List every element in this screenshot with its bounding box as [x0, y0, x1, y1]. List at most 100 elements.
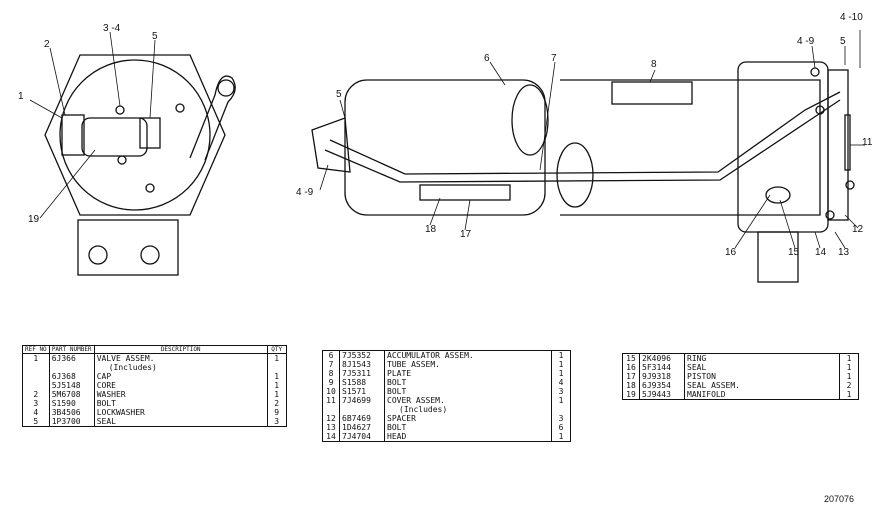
callout-5-left: 5: [152, 31, 158, 42]
ref-cell: 7: [322, 360, 340, 369]
flange-bolt-top: [810, 67, 820, 77]
ref-cell: 5: [22, 417, 50, 427]
part-number-cell: 5M6708: [49, 390, 95, 399]
ref-cell: 4: [22, 408, 50, 417]
callout-1: 1: [18, 91, 24, 102]
description-cell: PLATE: [384, 369, 552, 378]
description-cell: RING: [684, 353, 840, 363]
description-cell: COVER ASSEM.: [384, 396, 552, 405]
valve-assembly: [61, 114, 85, 156]
callout-4-10: 4 -10: [840, 12, 863, 23]
qty-cell: 1: [846, 354, 852, 363]
part-number-cell: S1590: [49, 399, 95, 408]
part-number-cell: 5F3144: [639, 363, 685, 372]
qty-cell: 1: [846, 390, 852, 399]
qty-cell: 4: [558, 378, 564, 387]
flange-bolt-mid: [815, 105, 825, 115]
part-number-cell: 7J4704: [339, 432, 385, 442]
part-number-cell: 6J368: [49, 372, 95, 381]
qty-cell: 1: [274, 390, 280, 399]
description-cell: PISTON: [684, 372, 840, 381]
callout-17: 17: [460, 229, 472, 240]
qty-cell: 1: [558, 432, 564, 441]
callout-16: 16: [725, 247, 737, 258]
callout-19: 19: [28, 214, 40, 225]
ref-cell: [322, 405, 340, 414]
description-cell: MANIFOLD: [684, 390, 840, 400]
callout-5-flange: 5: [840, 36, 846, 47]
bracket-hole-right: [140, 245, 160, 265]
tube-assembly: [324, 91, 841, 183]
ref-cell: 6: [322, 350, 340, 360]
part-number-cell: 6J9354: [639, 381, 685, 390]
ref-cell: 9: [322, 378, 340, 387]
plate: [611, 81, 693, 105]
callout-11: 11: [862, 137, 873, 148]
qty-cell: 9: [274, 408, 280, 417]
description-cell: CAP: [94, 372, 268, 381]
ref-header: REF NO: [22, 345, 50, 354]
flange-bolt-bottom: [845, 180, 855, 190]
part-number-cell: 7J5352: [339, 350, 385, 360]
hexagon-head: [44, 54, 226, 216]
qty-cell: 3: [558, 414, 564, 423]
ref-cell: 10: [322, 387, 340, 396]
qty-cell: 1: [558, 396, 564, 405]
description-cell: SEAL ASSEM.: [684, 381, 840, 390]
manifold-bolt-top: [115, 105, 125, 115]
description-cell: SEAL: [684, 363, 840, 372]
qty-cell: 1: [558, 369, 564, 378]
part-number-cell: 1D4627: [339, 423, 385, 432]
manifold-bolt-bottom: [117, 155, 127, 165]
piston-cutaway: [419, 184, 511, 201]
qty-cell: 1: [846, 363, 852, 372]
qty-cell: 2: [846, 381, 852, 390]
description-cell: (Includes): [384, 405, 552, 414]
qty-cell: 3: [274, 417, 280, 426]
ref-cell: 17: [622, 372, 640, 381]
part-number-cell: S1588: [339, 378, 385, 387]
ref-cell: 16: [622, 363, 640, 372]
part-number-cell: [339, 405, 385, 414]
description-cell: BOLT: [94, 399, 268, 408]
qty-cell: 1: [274, 354, 280, 363]
qty-cell: [267, 363, 286, 372]
qty-cell: 1: [558, 360, 564, 369]
part-number-cell: 7J4699: [339, 396, 385, 405]
part-number-cell: S1571: [339, 387, 385, 396]
callout-6: 6: [484, 53, 490, 64]
callout-7: 7: [551, 53, 557, 64]
callout-12: 12: [852, 224, 864, 235]
tube-fitting: [217, 79, 235, 97]
callout-15: 15: [788, 247, 800, 258]
mount-clamp: [311, 117, 351, 173]
ref-cell: 2: [22, 390, 50, 399]
part-number-cell: 1P3700: [49, 417, 95, 427]
qty-cell: 1: [558, 351, 564, 360]
description-cell: VALVE ASSEM.: [94, 353, 268, 363]
callout-18: 18: [425, 224, 437, 235]
ref-cell: [22, 381, 50, 390]
description-cell: (Includes): [94, 363, 268, 372]
ref-cell: 11: [322, 396, 340, 405]
ref-cell: [22, 363, 50, 372]
qty-cell: [552, 405, 571, 414]
cover-plate: [844, 114, 851, 171]
head-bolt-lower: [145, 183, 155, 193]
callout-4-9-flange: 4 -9: [797, 36, 815, 47]
